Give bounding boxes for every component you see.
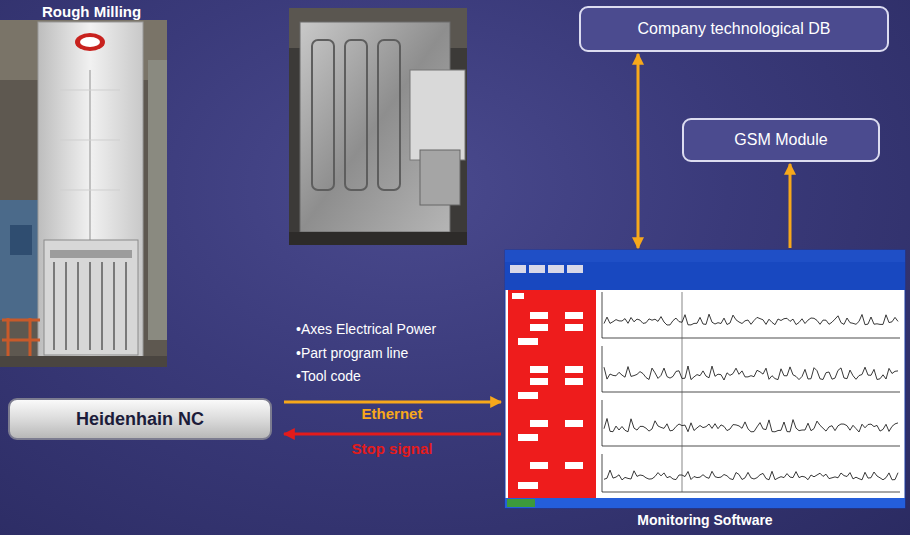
chart-trace [604, 470, 898, 480]
chart-trace [604, 366, 898, 380]
chart-trace [604, 419, 898, 433]
node-label: GSM Module [734, 131, 827, 149]
connector-arrow [284, 433, 501, 436]
connector-arrow [789, 164, 792, 248]
machine-photo [0, 20, 167, 367]
connector-arrow [284, 401, 501, 404]
database-box: Company technological DB [579, 6, 889, 52]
signal-item: •Axes Electrical Power [296, 321, 436, 337]
node-label: Heidenhain NC [76, 409, 204, 430]
signal-label: Ethernet [362, 405, 423, 422]
photo-heading: Rough Milling [42, 3, 141, 20]
node-label: Company technological DB [638, 20, 831, 38]
signal-item: •Part program line [296, 345, 408, 361]
controller-box: Heidenhain NC [8, 398, 272, 440]
signal-label: Stop signal [352, 440, 433, 457]
software-window: Monitoring Software [505, 250, 905, 529]
connector-arrow [637, 54, 640, 248]
part-photo [289, 8, 467, 245]
chart-trace [604, 314, 898, 325]
signal-item: •Tool code [296, 368, 361, 384]
software-screenshot [505, 250, 905, 508]
node-label: Monitoring Software [637, 512, 772, 529]
module-box: GSM Module [682, 118, 880, 162]
